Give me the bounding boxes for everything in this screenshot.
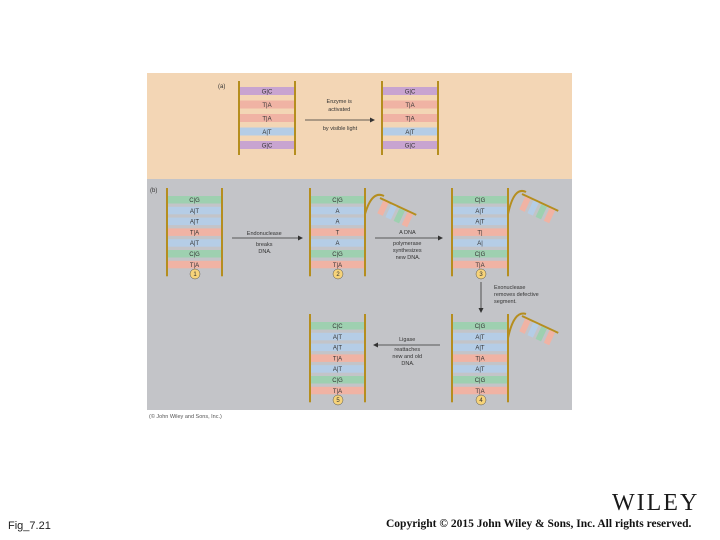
panel-b-label: (b) bbox=[150, 188, 157, 194]
ladder-a-right: G|C T|A T|A A|T G|C bbox=[382, 81, 438, 155]
ladder-b-stage5-base-pair-label: C|G bbox=[332, 378, 343, 384]
ladder-b-stage3: C|G A|T A|T T| A| C|G T|A bbox=[452, 188, 508, 276]
ladder-a-left-base-pair-label: G|C bbox=[262, 90, 273, 96]
ladder-b-stage4-base-pair-label: T|A bbox=[475, 356, 484, 362]
ladder-b-stage1-base-pair-label: A|T bbox=[190, 241, 200, 247]
figure-label: Fig_7.21 bbox=[8, 520, 51, 532]
ladder-b-stage3-base-pair-label: A|T bbox=[475, 209, 485, 215]
ladder-b-stage4-base-pair-label: A|T bbox=[475, 335, 485, 341]
ladder-b-stage4-base-pair-label: A|T bbox=[475, 346, 485, 352]
ladder-b-stage5-base-pair-label: A|T bbox=[333, 335, 343, 341]
ladder-b-stage1-base-pair-label: T|A bbox=[190, 230, 199, 236]
image-credit: (© John Wiley and Sons, Inc.) bbox=[149, 413, 222, 420]
ladder-b-stage2-base-pair-label: A bbox=[335, 220, 339, 226]
ladder-b-stage5-base-pair-label: A|T bbox=[333, 367, 343, 373]
ladder-b-stage1-base-pair-label: T|A bbox=[190, 263, 199, 269]
ladder-b-stage3-base-pair-label: T|A bbox=[475, 263, 484, 269]
ladder-a-left-base-pair-label: T|A bbox=[262, 103, 271, 109]
ladder-b-stage5-base-pair-label: C|C bbox=[332, 324, 343, 330]
ladder-b-stage5-base-pair-label: T|A bbox=[333, 356, 342, 362]
ladder-a-left-base-pair-label: A|T bbox=[262, 130, 272, 136]
panel-a-label: (a) bbox=[218, 84, 225, 90]
ladder-b-stage5: C|C A|T A|T T|A A|T C|G T|A bbox=[310, 314, 365, 402]
ladder-b-stage3-base-pair-label: A| bbox=[477, 241, 483, 247]
ladder-b-stage4-base-pair-label: C|G bbox=[475, 378, 486, 384]
ladder-b-stage5-base-pair-label: A|T bbox=[333, 346, 343, 352]
ladder-b-stage3-base-pair-label: A|T bbox=[475, 220, 485, 226]
ladder-b-stage4-base-pair-label: T|A bbox=[475, 389, 484, 395]
ladder-b-stage5-base-pair-label: T|A bbox=[333, 389, 342, 395]
ladder-b-stage2-base-pair-label: T|A bbox=[333, 263, 342, 269]
ladder-a-right-base-pair-label: T|A bbox=[405, 103, 414, 109]
ladder-b-stage2-base-pair-label: C|G bbox=[332, 252, 343, 258]
ladder-a-left: G|C T|A T|A A|T G|C bbox=[239, 81, 295, 155]
ladder-b-stage2-base-pair-label: A bbox=[335, 241, 339, 247]
ladder-b-stage3-base-pair-label: C|G bbox=[475, 198, 486, 204]
ladder-b-stage1-base-pair-label: C|G bbox=[189, 198, 200, 204]
ladder-b-stage4-base-pair-label: A|T bbox=[475, 367, 485, 373]
ladder-a-right-base-pair-label: G|C bbox=[405, 144, 416, 150]
panel-a-background bbox=[147, 73, 572, 179]
ladder-a-right-base-pair-label: T|A bbox=[405, 117, 414, 123]
ladder-b-stage3-base-pair-label: T| bbox=[477, 230, 483, 236]
ladder-b-stage2-base-pair-label: T bbox=[336, 230, 340, 236]
ladder-a-left-base-pair-label: T|A bbox=[262, 117, 271, 123]
ladder-b-stage3-base-pair-label: C|G bbox=[475, 252, 486, 258]
ladder-a-right-base-pair-label: G|C bbox=[405, 90, 416, 96]
copyright-notice: Copyright © 2015 John Wiley & Sons, Inc.… bbox=[386, 518, 691, 530]
ladder-b-stage1-base-pair-label: A|T bbox=[190, 220, 200, 226]
ladder-a-left-base-pair-label: G|C bbox=[262, 144, 273, 150]
ladder-b-stage1-base-pair-label: C|G bbox=[189, 252, 200, 258]
ladder-b-stage4-base-pair-label: C|G bbox=[475, 324, 486, 330]
wiley-logo: WILEY bbox=[612, 490, 699, 517]
ladder-b-stage2-base-pair-label: A bbox=[335, 209, 339, 215]
ladder-b-stage1-base-pair-label: A|T bbox=[190, 209, 200, 215]
ladder-b-stage4: C|G A|T A|T T|A A|T C|G T|A bbox=[452, 314, 508, 402]
ladder-b-stage1: C|G A|T A|T T|A A|T C|G T|A bbox=[167, 188, 222, 276]
ladder-b-stage2-base-pair-label: C|G bbox=[332, 198, 343, 204]
ladder-a-right-base-pair-label: A|T bbox=[405, 130, 415, 136]
